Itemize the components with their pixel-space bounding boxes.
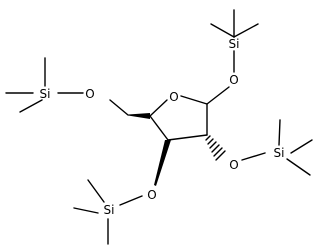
hash [205,135,211,141]
bond [19,99,43,113]
c3-substituent [119,140,171,206]
bond [149,115,169,141]
bond [73,207,99,214]
bond [290,139,313,154]
atom-label-o-c5: O [85,87,94,101]
tms-bottom [73,179,109,245]
atom-label-o-c3: O [147,188,156,202]
hash [215,150,226,161]
atom-label-si-left: Si [40,87,51,101]
hash [207,138,214,145]
bond [210,23,235,38]
c2-substituent [205,135,266,161]
tms-right [278,119,313,176]
bond [286,158,311,176]
atom-label-si-right: Si [274,146,285,160]
tms-left [5,57,46,113]
bond [241,152,266,161]
bond [206,86,230,105]
atom-label-o-ring: O [169,90,178,104]
tms-top [210,9,259,73]
atom-label-si-top: Si [229,37,240,51]
c5-substituent [57,92,150,119]
hash [211,144,220,153]
bond [167,134,208,141]
atom-label-o-c2: O [229,158,238,172]
bond [149,99,168,117]
bond [180,95,208,105]
bond [109,99,129,116]
bond [233,23,259,38]
hash [209,141,217,149]
bond [87,179,105,203]
hash-bond [205,135,226,161]
atom-label-o-anomeric: O [229,73,238,87]
wedge-bond [128,113,150,119]
atom-label-si-bottom: Si [104,203,115,217]
hash [213,147,223,157]
bond [119,195,143,206]
furanose-ring [149,95,208,141]
wedge-bond [154,140,171,186]
bond [278,119,281,146]
